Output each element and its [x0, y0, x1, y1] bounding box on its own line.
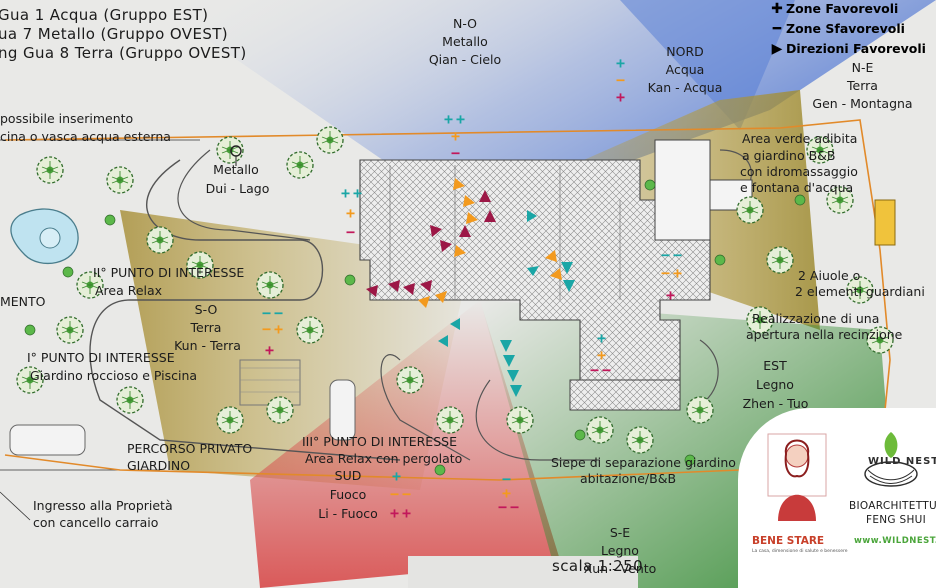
sector-nord-title: NORD: [666, 44, 704, 59]
scale-label: scala 1:250: [552, 557, 644, 575]
logos-panel: BENE STARE La casa, dimensione di salute…: [738, 408, 936, 588]
sector-ovest-element: Metallo: [213, 162, 259, 177]
sud-plus-magenta: ++: [390, 504, 415, 522]
note-percorso-1: PERCORSO PRIVATO: [127, 441, 253, 456]
note-percorso-2: GIARDINO: [127, 458, 191, 473]
house-minus-magenta-top: −: [451, 144, 464, 162]
note-area-verde-2: a giardino B&B: [742, 148, 836, 163]
note-mento: MENTO: [0, 294, 46, 309]
note-siepe-1: Siepe di separazione giardino: [551, 455, 736, 470]
house-minus-magenta-bottom: −−: [590, 361, 615, 379]
note-punto1-sub: Giardino roccioso e Piscina: [30, 368, 198, 383]
nest-icon: [864, 432, 918, 487]
note-punto2-title: II° PUNTO DI INTERESSE: [93, 265, 245, 280]
note-ingresso-1: Ingresso alla Proprietà: [33, 498, 173, 513]
wild-nest-title: WILD NEST: [868, 456, 936, 467]
note-area-verde-4: e fontana d'acqua: [740, 180, 854, 195]
bene-stare-title: BENE STARE: [752, 535, 825, 547]
sector-nord-trigram: Kan - Acqua: [647, 80, 723, 95]
sector-no-element: Metallo: [442, 34, 488, 49]
se-plus-orange: +: [502, 484, 515, 502]
note-punto1-title: I° PUNTO DI INTERESSE: [27, 350, 175, 365]
minus-icon: ━: [772, 21, 782, 37]
legend-favorevoli-label: Zone Favorevoli: [786, 1, 899, 16]
arrow-icon: ▶: [771, 41, 783, 57]
gruppo-line-1: Gua 1 Acqua (Gruppo EST): [0, 6, 209, 24]
gruppo-line-3: ng Gua 8 Terra (Gruppo OVEST): [0, 44, 247, 62]
bene-stare-logo: [758, 426, 836, 531]
se-minus-magenta: −−: [498, 498, 523, 516]
sector-ne-element: Terra: [847, 78, 878, 93]
so-plus-magenta: +: [265, 341, 278, 359]
house-plus-teal-top: ++: [444, 110, 469, 128]
direction-arrows-orange: [418, 178, 562, 308]
house-plus-orange-bottom: +: [597, 346, 610, 364]
legend-direzioni: ▶Direzioni Favorevoli: [768, 41, 926, 57]
bene-stare-subtitle: La casa, dimensione di salute e benesser…: [752, 549, 848, 554]
sector-se-title: S-E: [609, 525, 631, 540]
sector-sud-title: SUD: [334, 468, 362, 483]
house-minus-magenta-left: −: [346, 223, 359, 241]
sud-minus-orange: −−: [390, 485, 415, 503]
sector-nord-element: Acqua: [665, 62, 705, 77]
note-punto2-sub: Area Relax: [95, 283, 163, 298]
sector-so-element: Terra: [190, 320, 222, 335]
house-minus-orange-right: −+: [661, 264, 686, 282]
so-minus-teal: −−: [262, 304, 287, 322]
so-minus-plus-orange: −+: [262, 320, 287, 338]
sector-ne-title: N-E: [851, 60, 874, 75]
sector-sud-trigram: Li - Fuoco: [318, 506, 378, 521]
sector-ne-trigram: Gen - Montagna: [812, 96, 913, 111]
nord-plus-teal: +: [616, 54, 629, 72]
house-plus-teal-left: ++: [341, 184, 366, 202]
gruppo-line-2: ua 7 Metallo (Gruppo OVEST): [0, 25, 229, 43]
nord-minus-orange: −: [616, 71, 629, 89]
sector-so-title: S-O: [194, 302, 218, 317]
legend-sfavorevoli: ━ Zone Sfavorevoli: [768, 21, 905, 37]
sector-se-element: Legno: [601, 543, 639, 558]
house-plus-orange-top: +: [451, 127, 464, 145]
woman-illustration-icon: [767, 433, 827, 521]
sector-se-trigram: Xun - Vento: [583, 561, 657, 576]
plus-icon: ✚: [771, 1, 783, 17]
sector-est-trigram: Zhen - Tuo: [742, 396, 809, 411]
sector-est-title: EST: [763, 358, 787, 373]
house-plus-magenta-right: +: [666, 286, 679, 304]
sud-plus-teal: +: [392, 467, 405, 485]
sector-est-element: Legno: [756, 377, 794, 392]
note-aiuole-1: 2 Aiuole o: [798, 268, 861, 283]
note-area-verde-1: Area verde adibita: [742, 131, 858, 146]
sector-sud-element: Fuoco: [329, 487, 367, 502]
note-punto3-title: III° PUNTO DI INTERESSE: [302, 434, 457, 449]
note-aiuole-2: 2 elementi guardiani: [795, 284, 925, 299]
note-siepe-2: abitazione/B&B: [580, 471, 677, 486]
note-acqua-esterna-1: possibile inserimento: [0, 111, 134, 126]
wild-nest-url: www.WILDNEST.IT: [854, 536, 936, 546]
legend-direzioni-label: Direzioni Favorevoli: [786, 41, 926, 56]
wild-nest-logo: [856, 428, 926, 496]
house-plus-orange-left: +: [346, 204, 359, 222]
direction-arrows-teal: [438, 210, 575, 397]
se-minus-teal: −: [502, 470, 515, 488]
note-ingresso-2: con cancello carraio: [33, 515, 159, 530]
sector-ovest-trigram: Dui - Lago: [205, 181, 270, 196]
house-minus-teal-right: −−: [661, 246, 686, 264]
sector-no-trigram: Qian - Cielo: [428, 52, 502, 67]
sector-no-title: N-O: [452, 16, 478, 31]
nord-plus-magenta: +: [616, 88, 629, 106]
note-apertura-1: Realizzazione di una: [752, 311, 880, 326]
sector-so-trigram: Kun - Terra: [174, 338, 241, 353]
direction-arrows-red: [366, 190, 496, 297]
note-acqua-esterna-2: cina o vasca acqua esterna: [0, 129, 171, 144]
feng-shui-label: FENG SHUI: [866, 514, 927, 526]
note-apertura-2: apertura nella recinzione: [746, 327, 903, 342]
bioarchitettura-label: BIOARCHITETTURA: [849, 500, 936, 512]
note-area-verde-3: con idromassaggio: [740, 164, 858, 179]
legend-sfavorevoli-label: Zone Sfavorevoli: [786, 21, 905, 36]
legend-favorevoli: ✚Zone Favorevoli: [768, 1, 898, 17]
note-punto3-sub: Area Relax con pergolato: [305, 451, 463, 466]
house-plus-teal-bottom: +: [597, 329, 610, 347]
